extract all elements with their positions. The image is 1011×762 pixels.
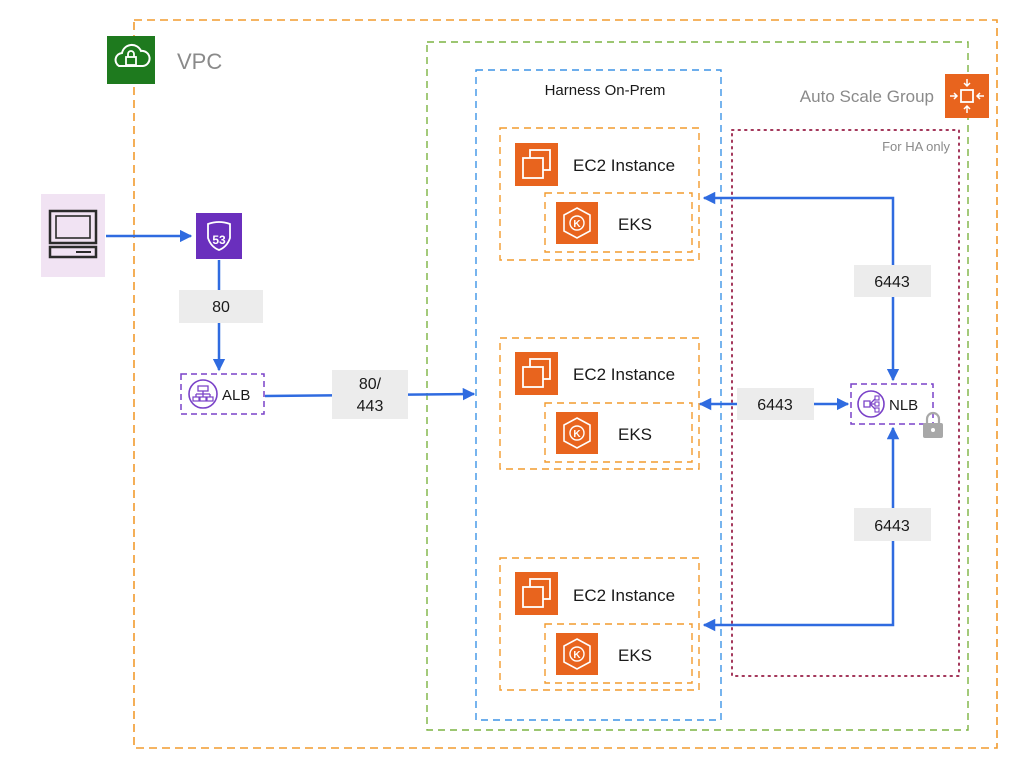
auto-scale-group-label: Auto Scale Group	[800, 87, 934, 106]
ec2-instance-label: EC2 Instance	[573, 156, 675, 175]
ha-zone-boundary	[731, 129, 960, 677]
ec2-icon	[515, 143, 558, 186]
ec2-icon	[515, 352, 558, 395]
vpc-boundary	[133, 19, 998, 749]
harness-onprem-boundary	[475, 69, 722, 721]
ec2-instance-3	[499, 557, 700, 691]
auto-scaling-icon	[945, 74, 989, 118]
port-badge-80	[179, 290, 263, 323]
ec2-instance-1	[499, 127, 700, 261]
nlb-to-instance3-arrow	[702, 426, 900, 632]
ec2-instance-label: EC2 Instance	[573, 365, 675, 384]
vpc-icon	[107, 36, 155, 84]
port-badge-80-443	[332, 370, 408, 419]
client-computer	[41, 194, 105, 277]
eks-cluster-3	[544, 623, 693, 684]
nlb-load-balancer	[850, 383, 934, 425]
nlb-label: NLB	[889, 397, 918, 414]
eks-label: EKS	[618, 646, 652, 665]
alb-load-balancer	[180, 373, 265, 415]
port-label: 80/	[359, 376, 382, 393]
eks-icon: K	[556, 412, 598, 454]
route53-icon: 53	[196, 213, 242, 259]
eks-icon: K	[556, 202, 598, 244]
port-label: 6443	[757, 397, 793, 414]
auto-scale-group-boundary	[426, 41, 969, 731]
port-label: 6443	[874, 518, 910, 535]
eks-cluster-1	[544, 192, 693, 253]
port-label: 6443	[874, 274, 910, 291]
eks-cluster-2	[544, 402, 693, 463]
svg-text:K: K	[573, 650, 581, 661]
ec2-instance-label: EC2 Instance	[573, 586, 675, 605]
port-badge-6443-middle	[737, 388, 814, 420]
port-badge-6443-bottom	[854, 508, 931, 541]
port-badge-6443-top	[854, 265, 931, 297]
svg-text:53: 53	[212, 233, 226, 247]
nlb-to-instance1-arrow	[702, 191, 900, 382]
eks-label: EKS	[618, 215, 652, 234]
ha-zone-label: For HA only	[882, 139, 950, 154]
vpc-label: VPC	[177, 49, 222, 74]
svg-text:K: K	[573, 429, 581, 440]
harness-onprem-label: Harness On-Prem	[545, 82, 666, 99]
port-label: 80	[212, 299, 230, 316]
alb-label: ALB	[222, 387, 250, 404]
eks-label: EKS	[618, 425, 652, 444]
padlock-icon	[923, 411, 943, 438]
port-label: 443	[357, 398, 384, 415]
eks-icon: K	[556, 633, 598, 675]
ec2-icon	[515, 572, 558, 615]
svg-text:K: K	[573, 219, 581, 230]
